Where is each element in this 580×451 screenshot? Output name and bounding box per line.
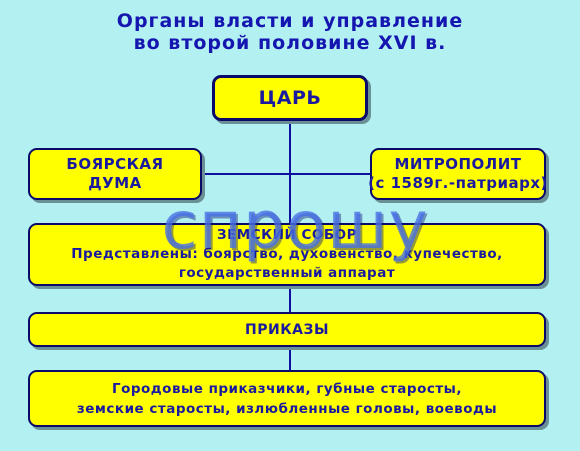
zemsky-sobor-title: ЗЕМСКИЙ СОБОР (216, 227, 358, 243)
zemsky-sobor-line-3: государственный аппарат (178, 265, 396, 281)
local-officials-box: Городовые приказчики, губные старосты, з… (28, 370, 546, 427)
metropolitan-box: МИТРОПОЛИТ (с 1589г.-патриарх) (368, 148, 548, 200)
local-officials-line-2: земские старосты, излюбленные головы, во… (76, 400, 498, 417)
diagram-title: Органы власти и управление во второй пол… (0, 10, 580, 54)
prikazy-label: ПРИКАЗЫ (245, 321, 329, 338)
title-line-1: Органы власти и управление (116, 10, 464, 32)
prikazy-box: ПРИКАЗЫ (28, 312, 546, 347)
tsar-box: ЦАРЬ (212, 75, 368, 121)
metropolitan-label-line-1: МИТРОПОЛИТ (394, 155, 522, 173)
tsar-label: ЦАРЬ (258, 87, 322, 109)
title-line-2: во второй половине XVI в. (133, 32, 447, 54)
zemsky-sobor-line-2: Представлены: боярство, духовенство, куп… (71, 246, 503, 262)
duma-label-line-2: ДУМА (88, 174, 142, 192)
local-officials-line-1: Городовые приказчики, губные старосты, (111, 380, 463, 397)
duma-label-line-1: БОЯРСКАЯ (66, 155, 164, 173)
zemsky-sobor-box: ЗЕМСКИЙ СОБОР Представлены: боярство, ду… (28, 223, 546, 286)
boyar-duma-box: БОЯРСКАЯ ДУМА (28, 148, 202, 200)
metropolitan-label-line-2: (с 1589г.-патриарх) (368, 174, 548, 192)
